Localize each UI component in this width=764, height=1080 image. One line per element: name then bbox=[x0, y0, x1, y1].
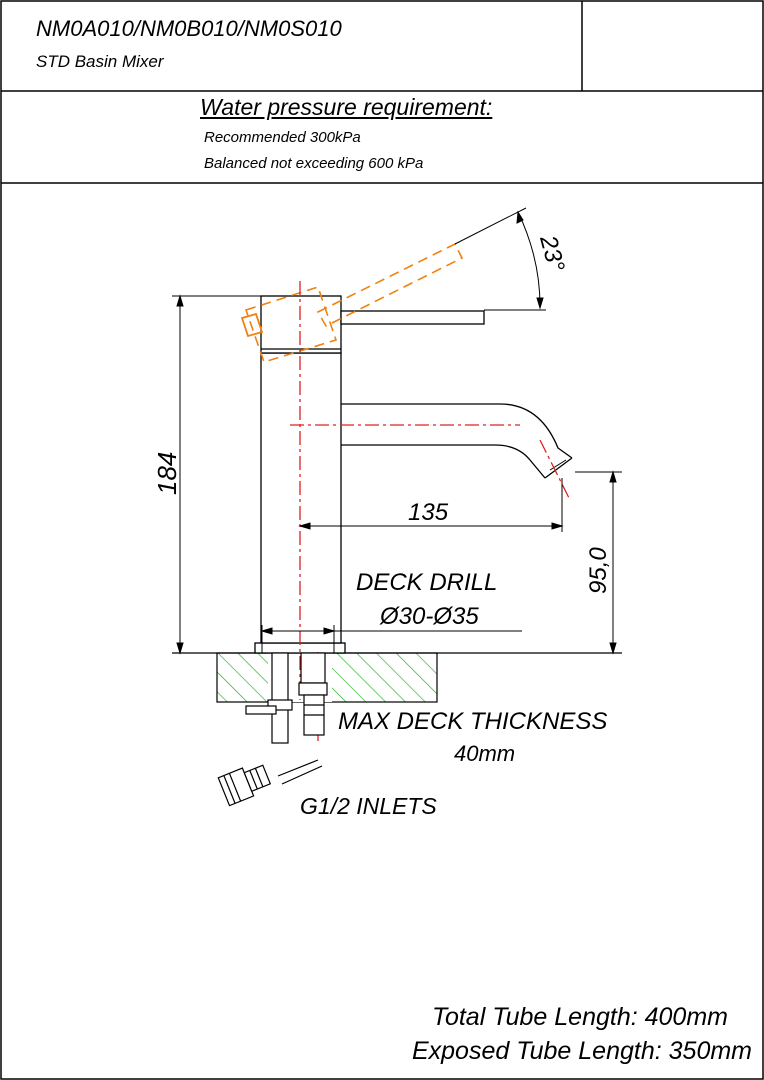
total-tube-note: Total Tube Length: 400mm bbox=[431, 1003, 728, 1031]
pressure-balanced: Balanced not exceeding 600 kPa bbox=[204, 155, 424, 172]
height-value: 184 bbox=[152, 452, 182, 495]
height-dimension bbox=[172, 294, 261, 655]
deck-drill-dimension bbox=[260, 625, 522, 653]
reach-value: 135 bbox=[408, 499, 449, 526]
angle-value: 23° bbox=[534, 232, 570, 275]
spout-height-value: 95,0 bbox=[585, 547, 612, 594]
max-deck-label: MAX DECK THICKNESS bbox=[338, 708, 607, 735]
pressure-recommended: Recommended 300kPa bbox=[204, 129, 361, 146]
exposed-tube-note: Exposed Tube Length: 350mm bbox=[411, 1037, 752, 1065]
angle-dimension bbox=[454, 207, 546, 311]
mixer-body bbox=[254, 295, 346, 654]
product-name: STD Basin Mixer bbox=[36, 52, 164, 71]
reach-dimension bbox=[298, 478, 564, 532]
flexible-hose bbox=[217, 759, 323, 807]
inlets-label: G1/2 INLETS bbox=[300, 793, 437, 819]
spout bbox=[341, 403, 573, 479]
lever-raised-outline bbox=[244, 242, 464, 363]
deck-drill-size: Ø30-Ø35 bbox=[379, 603, 479, 630]
max-deck-value: 40mm bbox=[454, 741, 515, 766]
cartridge-marker bbox=[240, 312, 264, 338]
model-codes: NM0A010/NM0B010/NM0S010 bbox=[36, 16, 342, 41]
inlet-fittings bbox=[245, 652, 328, 744]
spout-height-dimension bbox=[575, 470, 622, 655]
lever-handle bbox=[340, 310, 485, 325]
deck-drill-title: DECK DRILL bbox=[356, 569, 497, 596]
pressure-heading: Water pressure requirement: bbox=[200, 94, 493, 120]
